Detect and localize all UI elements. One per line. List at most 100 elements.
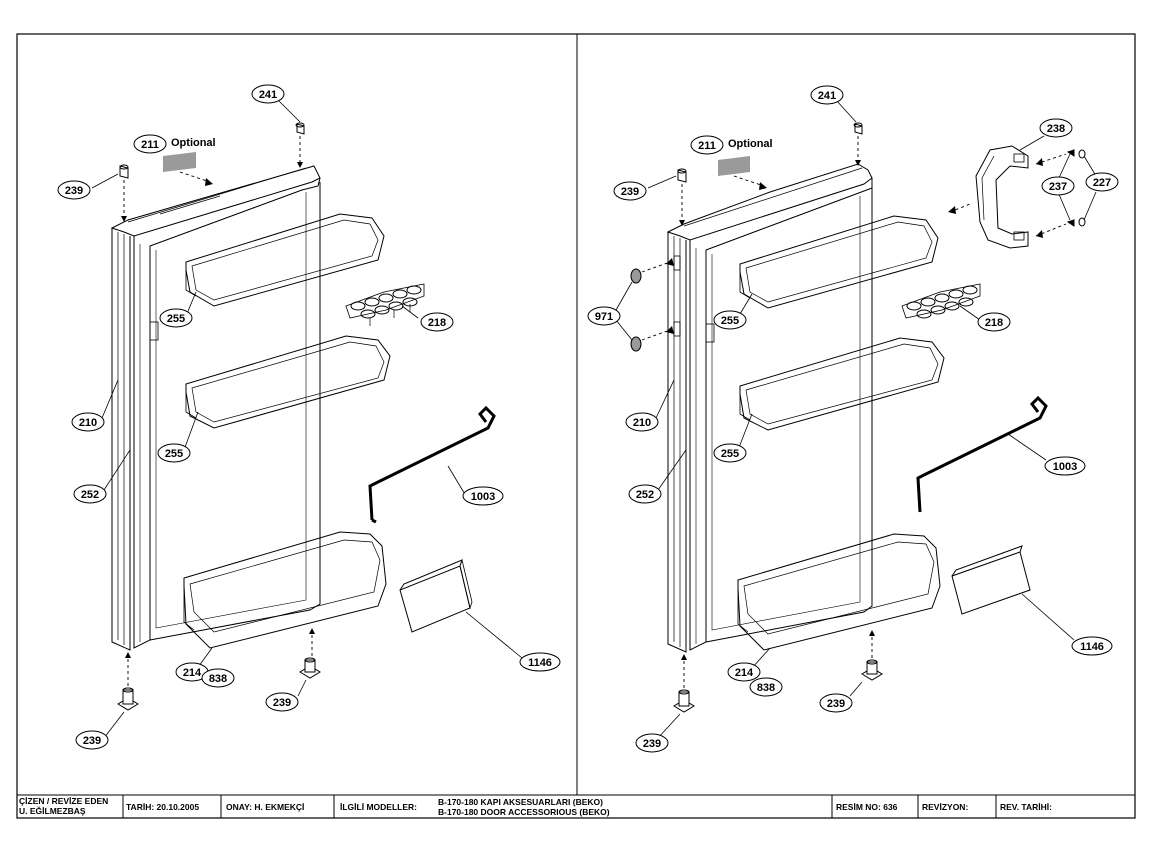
door-handle-238 bbox=[975, 145, 1029, 249]
right-panel bbox=[615, 99, 1097, 739]
butter-cover bbox=[399, 559, 473, 633]
callout-bubble bbox=[819, 693, 853, 713]
wire-rack bbox=[368, 405, 496, 521]
callout-label: 218 bbox=[428, 317, 446, 329]
door-outer-frame bbox=[111, 228, 131, 651]
callout-label: 241 bbox=[259, 89, 277, 101]
callout-bubble bbox=[71, 412, 105, 432]
callout-bubble bbox=[519, 652, 561, 672]
callout-bubble bbox=[977, 312, 1011, 332]
callout-label: 239 bbox=[827, 698, 845, 710]
callout-label: 255 bbox=[165, 448, 183, 460]
callout-label: 838 bbox=[757, 682, 775, 694]
callout-label: 1146 bbox=[1080, 641, 1104, 653]
callout-bubble bbox=[1039, 118, 1073, 138]
callout-bubble bbox=[613, 181, 647, 201]
callout-255: 255 bbox=[713, 443, 747, 463]
shelf-middle-right bbox=[739, 337, 945, 431]
callout-label: 237 bbox=[1049, 181, 1067, 193]
hinge-pin-241 bbox=[295, 122, 305, 135]
callout-218: 218 bbox=[977, 312, 1011, 332]
shelf-top-right bbox=[739, 215, 939, 309]
callout-239: 239 bbox=[57, 180, 91, 200]
callout-label: 239 bbox=[65, 185, 83, 197]
callout-label: 239 bbox=[273, 697, 291, 709]
callout-label: 214 bbox=[183, 667, 202, 679]
title-drawing-no: RESİM NO: 636 bbox=[836, 802, 898, 812]
callout-bubble bbox=[201, 668, 235, 688]
egg-tray bbox=[345, 283, 425, 326]
callout-211: 211 bbox=[690, 135, 724, 155]
shelf-middle bbox=[185, 335, 391, 429]
nameplate-211 bbox=[163, 152, 196, 172]
callout-211: 211 bbox=[133, 134, 167, 154]
callout-838: 838 bbox=[201, 668, 235, 688]
callout-bubble bbox=[713, 443, 747, 463]
callout-255: 255 bbox=[713, 310, 747, 330]
left-panel bbox=[91, 99, 523, 739]
callout-label: 838 bbox=[209, 673, 227, 685]
callout-214: 214 bbox=[727, 662, 761, 682]
callout-label: 241 bbox=[818, 90, 836, 102]
title-models-line2: B-170-180 DOOR ACCESSORIOUS (BEKO) bbox=[438, 807, 610, 817]
callout-label: 238 bbox=[1047, 123, 1065, 135]
optional-label-left: Optional bbox=[171, 137, 216, 149]
hinge-pin-239-bottom bbox=[117, 687, 139, 711]
title-models-label: İLGİLİ MODELLER: bbox=[340, 802, 417, 812]
callout-bubble bbox=[462, 486, 504, 506]
callout-252: 252 bbox=[73, 484, 107, 504]
door-outer-frame-right bbox=[667, 232, 687, 653]
callout-bubble bbox=[75, 730, 109, 750]
callout-bubble bbox=[1071, 636, 1113, 656]
callout-bubble bbox=[159, 308, 193, 328]
callout-1146: 1146 bbox=[519, 652, 561, 672]
callout-label: 218 bbox=[985, 317, 1003, 329]
door-top-edge bbox=[110, 165, 321, 237]
plug-971-top bbox=[630, 268, 642, 284]
callout-label: 255 bbox=[167, 313, 185, 325]
callout-bubble bbox=[265, 692, 299, 712]
callout-1146: 1146 bbox=[1071, 636, 1113, 656]
callout-1003: 1003 bbox=[1044, 456, 1086, 476]
callout-label: 1003 bbox=[1053, 461, 1077, 473]
wire-rack-right bbox=[916, 395, 1048, 513]
callout-bubble bbox=[133, 134, 167, 154]
left-arrows bbox=[121, 162, 315, 658]
callout-bubble bbox=[1041, 176, 1075, 196]
title-rev-date: REV. TARİHİ: bbox=[1000, 802, 1052, 812]
callout-255: 255 bbox=[159, 308, 193, 328]
plug-971-bottom bbox=[630, 336, 642, 352]
callout-bubble bbox=[1044, 456, 1086, 476]
callout-bubble bbox=[420, 312, 454, 332]
title-drawn-by-label: ÇİZEN / REVİZE EDEN bbox=[19, 796, 108, 806]
callout-label: 252 bbox=[636, 489, 654, 501]
callout-239: 239 bbox=[613, 181, 647, 201]
optional-label-right: Optional bbox=[728, 138, 773, 150]
callout-241: 241 bbox=[810, 85, 844, 105]
callout-label: 1146 bbox=[528, 657, 552, 669]
callout-bubble bbox=[587, 306, 621, 326]
right-arrows bbox=[666, 158, 1043, 660]
callout-label: 211 bbox=[698, 140, 716, 152]
egg-tray-right bbox=[901, 283, 981, 319]
bottle-bin bbox=[183, 531, 387, 649]
callout-label: 211 bbox=[141, 139, 159, 151]
callout-bubble bbox=[251, 84, 285, 104]
callout-label: 227 bbox=[1093, 177, 1111, 189]
callout-241: 241 bbox=[251, 84, 285, 104]
callout-255: 255 bbox=[157, 443, 191, 463]
title-approved: ONAY: H. EKMEKÇİ bbox=[226, 802, 304, 812]
door-gasket bbox=[133, 177, 321, 649]
callout-label: 210 bbox=[79, 417, 97, 429]
butter-cover-right bbox=[951, 545, 1031, 615]
callout-237: 237 bbox=[1041, 176, 1075, 196]
callout-bubble bbox=[57, 180, 91, 200]
callout-971: 971 bbox=[587, 306, 621, 326]
callout-238: 238 bbox=[1039, 118, 1073, 138]
callout-210: 210 bbox=[625, 412, 659, 432]
callout-239: 239 bbox=[265, 692, 299, 712]
title-models-line1: B-170-180 KAPI AKSESUARLARI (BEKO) bbox=[438, 797, 603, 807]
title-drawn-by-name: U. EĞİLMEZBAŞ bbox=[19, 805, 86, 816]
drawing-frame bbox=[16, 33, 1136, 819]
callout-label: 214 bbox=[735, 667, 754, 679]
